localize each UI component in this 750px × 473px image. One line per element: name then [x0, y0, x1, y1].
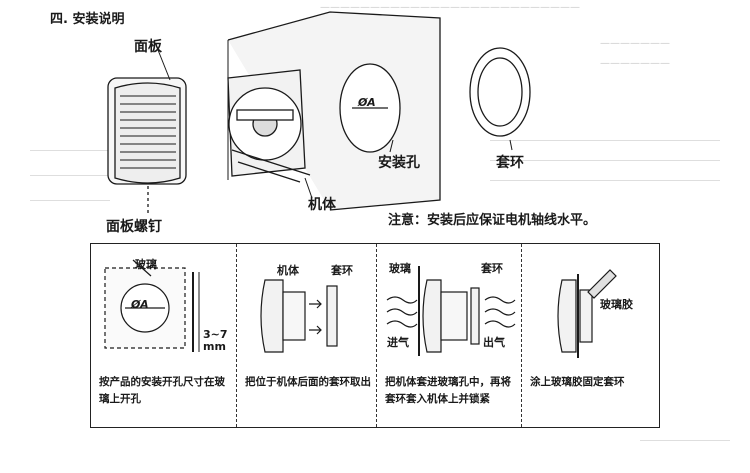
- glass-label: 玻璃: [135, 258, 157, 271]
- step-2-diagram: [260, 279, 338, 353]
- air-in-label: 进气: [387, 336, 409, 349]
- installation-steps: 玻璃 ØA 3~7 mm 按产品的安装开孔尺寸在玻璃上开孔 机体 套环 把位于机…: [90, 243, 660, 428]
- panel-screw-label: 面板螺钉: [106, 219, 162, 235]
- ghost-rule: [30, 175, 110, 176]
- ghost-rule: [490, 180, 720, 181]
- step-1-diagram: [104, 259, 200, 352]
- ghost-rule: [30, 200, 110, 201]
- step-3-caption: 把机体套进玻璃孔中，再将套环套入机体上并锁紧: [385, 376, 511, 405]
- step-4-caption: 涂上玻璃胶固定套环: [530, 376, 625, 388]
- exploded-view-diagram: [107, 11, 531, 214]
- thickness-label: 3~7: [203, 328, 228, 341]
- ghost-rule: [490, 140, 720, 141]
- ghost-rule: [30, 150, 110, 151]
- ghost-text: ———————: [600, 38, 670, 49]
- step-1: 玻璃 ØA 3~7 mm 按产品的安装开孔尺寸在玻璃上开孔: [91, 244, 237, 427]
- thickness-unit-label: mm: [203, 340, 226, 353]
- collar-label: 套环: [331, 264, 353, 277]
- step-2-caption: 把位于机体后面的套环取出: [245, 376, 371, 388]
- ghost-rule: [490, 160, 720, 161]
- step-3: 玻璃 套环 进气 出气 把机体套进玻璃孔中，再将套环套入机体上并锁紧: [377, 244, 522, 427]
- mount-hole-label: 安装孔: [378, 155, 420, 171]
- step-4-diagram: [557, 269, 617, 358]
- body-label: 机体: [308, 197, 336, 213]
- panel-label: 面板: [134, 39, 162, 55]
- collar-label: 套环: [481, 262, 503, 275]
- installation-note: 注意：安装后应保证电机轴线水平。: [388, 213, 597, 228]
- hole-dimension-label: ØA: [358, 96, 376, 109]
- ghost-rule: [640, 440, 730, 441]
- glass-label: 玻璃: [389, 262, 411, 275]
- section-title: 四. 安装说明: [50, 12, 125, 27]
- sealant-label: 玻璃胶: [600, 298, 633, 311]
- air-out-label: 出气: [483, 336, 505, 349]
- step-2: 机体 套环 把位于机体后面的套环取出: [237, 244, 377, 427]
- collar-label: 套环: [496, 155, 524, 171]
- dim-label: ØA: [131, 298, 149, 311]
- step-4: 玻璃胶 涂上玻璃胶固定套环: [522, 244, 661, 427]
- ghost-text: ——————————————————————————: [320, 2, 580, 13]
- step-1-caption: 按产品的安装开孔尺寸在玻璃上开孔: [99, 376, 225, 405]
- step-3-diagram: [386, 266, 516, 356]
- body-label: 机体: [277, 264, 299, 277]
- ghost-text: ———————: [600, 58, 670, 69]
